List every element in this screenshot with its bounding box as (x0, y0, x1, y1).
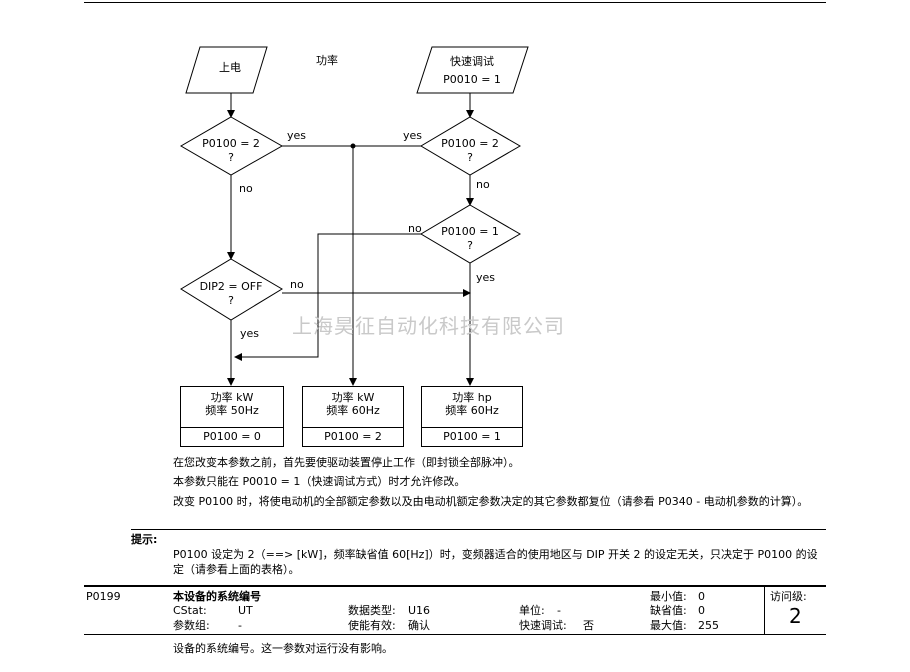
result-box-line1: 功率 kW (210, 391, 254, 404)
default-label: 缺省值: (650, 604, 687, 617)
max-label: 最大值: (650, 619, 687, 632)
param-bottom-rule (84, 634, 826, 635)
watermark: 上海昊征自动化科技有限公司 (292, 314, 565, 338)
power-on-label: 上电 (219, 61, 241, 74)
decision-left-line1: P0100 = 2 (202, 137, 260, 150)
decision-p01001-line1: P0100 = 1 (441, 225, 499, 238)
hint-label: 提示: (131, 533, 158, 546)
access-level-value: 2 (789, 604, 802, 628)
quick-commission-shape (416, 46, 529, 94)
no-label-right: no (476, 178, 490, 191)
note-reset-params: 改变 P0100 时，将使电动机的全部额定参数以及由电动机额定参数决定的其它参数… (173, 495, 809, 508)
yes-label-dip2: yes (240, 327, 260, 340)
power-on-shape (185, 46, 268, 94)
decision-dip2-line1: DIP2 = OFF (199, 280, 263, 293)
no-label-dip2: no (290, 278, 304, 291)
access-level-label: 访问级: (770, 590, 807, 603)
quick-label: 快速调试: (519, 619, 567, 632)
result-box-line2: 频率 60Hz (326, 404, 380, 417)
yes-label-p01001: yes (476, 271, 496, 284)
decision-right-line2: ? (467, 151, 473, 164)
yes-label-left: yes (287, 129, 307, 142)
decision-left-line2: ? (228, 151, 234, 164)
param-title: 本设备的系统编号 (173, 590, 261, 603)
quick-commission-line2: P0010 = 1 (443, 73, 501, 86)
enable-label: 使能有效: (348, 619, 396, 632)
param-top-rule (84, 585, 826, 587)
param-id: P0199 (86, 590, 121, 603)
hint-text: P0100 设定为 2（==> [kW]，频率缺省值 60[Hz]）时，变频器适… (173, 548, 818, 576)
result-box-value: P0100 = 2 (303, 427, 403, 446)
top-rule (84, 2, 826, 3)
access-divider (764, 587, 765, 634)
note-stop-drive: 在您改变本参数之前，首先要使驱动装置停止工作（即封锁全部脉冲）。 (173, 456, 520, 469)
cstat-value: UT (238, 604, 253, 617)
unit-value: - (557, 604, 561, 617)
no-label-p01001: no (408, 222, 422, 235)
datatype-value: U16 (408, 604, 431, 617)
quick-commission-line1: 快速调试 (450, 55, 494, 68)
cstat-label: CStat: (173, 604, 207, 617)
quick-value: 否 (583, 619, 594, 632)
decision-right-line1: P0100 = 2 (441, 137, 499, 150)
result-box-value: P0100 = 1 (422, 427, 522, 446)
yes-label-right: yes (403, 129, 423, 142)
default-value: 0 (698, 604, 705, 617)
min-label: 最小值: (650, 590, 687, 603)
note-quick-only: 本参数只能在 P0010 = 1（快速调试方式）时才允许修改。 (173, 475, 466, 488)
result-box-value: P0100 = 0 (181, 427, 283, 446)
result-box-line1: 功率 kW (331, 391, 375, 404)
param-description: 设备的系统编号。这一参数对运行没有影响。 (173, 642, 393, 655)
result-box-line2: 频率 50Hz (205, 404, 259, 417)
enable-value: 确认 (408, 619, 430, 632)
group-value: - (238, 619, 242, 632)
decision-p01001-line2: ? (467, 239, 473, 252)
power-label: 功率 (316, 54, 338, 67)
result-box-line2: 频率 60Hz (445, 404, 499, 417)
no-label-left: no (239, 182, 253, 195)
group-label: 参数组: (173, 619, 210, 632)
result-box-line1: 功率 hp (452, 391, 492, 404)
decision-dip2-line2: ? (228, 294, 234, 307)
max-value: 255 (698, 619, 719, 632)
unit-label: 单位: (519, 604, 545, 617)
min-value: 0 (698, 590, 705, 603)
datatype-label: 数据类型: (348, 604, 396, 617)
hint-rule (131, 529, 826, 530)
